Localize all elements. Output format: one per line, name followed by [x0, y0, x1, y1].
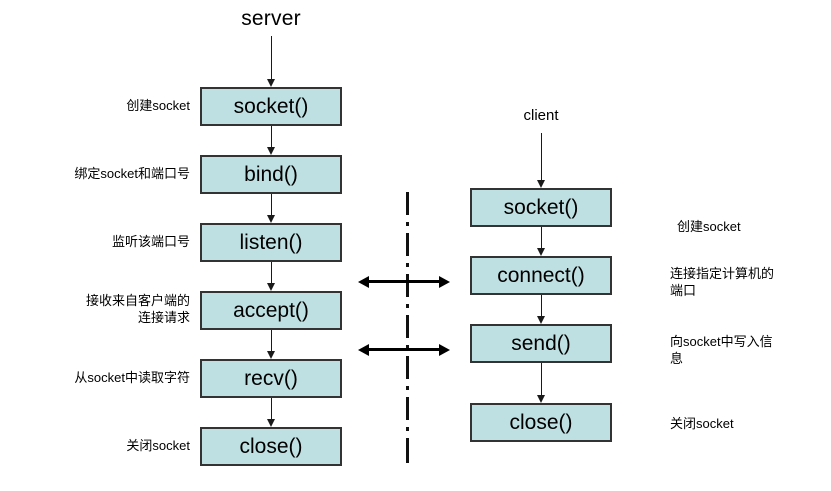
server-desc-socket: 创建socket — [126, 98, 190, 113]
server-connector-3 — [271, 262, 272, 284]
server-connector-1-arrowhead — [266, 147, 275, 155]
server-connector-2 — [271, 194, 272, 216]
server-desc-accept: 接收来自客户端的 连接请求 — [85, 293, 190, 325]
arrow-shaft — [367, 348, 441, 351]
server-node-bind[interactable]: bind() — [200, 155, 342, 194]
client-connector-2-arrowhead — [536, 316, 545, 324]
server-node-accept[interactable]: accept() — [200, 291, 342, 330]
server-connector-1 — [271, 126, 272, 148]
client-desc-connect: 连接指定计算机的 端口 — [670, 266, 775, 298]
arrowhead-right — [439, 275, 450, 288]
server-connector-3-arrowhead — [266, 283, 275, 291]
sep-dash — [406, 274, 409, 297]
sep-dash — [406, 233, 409, 256]
client-node-send[interactable]: send() — [470, 324, 612, 363]
client-node-close[interactable]: close() — [470, 403, 612, 442]
server-node-listen[interactable]: listen() — [200, 223, 342, 262]
cross-arrow-send-recv — [358, 343, 450, 356]
sep-dash — [406, 397, 409, 420]
sep-dash — [406, 438, 409, 463]
server-node-close[interactable]: close() — [200, 427, 342, 466]
sep-dash — [406, 315, 409, 338]
server-entry-line — [271, 36, 272, 80]
server-connector-2-arrowhead — [266, 215, 275, 223]
client-column-title: client — [523, 107, 559, 124]
sep-dot — [406, 345, 409, 349]
client-connector-3-arrowhead — [536, 395, 545, 403]
sep-dot — [406, 263, 409, 267]
cross-arrow-connect-accept — [358, 275, 450, 288]
server-node-recv[interactable]: recv() — [200, 359, 342, 398]
server-desc-bind: 绑定socket和端口号 — [74, 166, 190, 181]
client-entry-arrowhead — [536, 180, 545, 188]
client-entry-line — [541, 133, 542, 181]
server-connector-5-arrowhead — [266, 419, 275, 427]
sep-dot — [406, 222, 409, 226]
server-connector-4-arrowhead — [266, 351, 275, 359]
server-entry-arrowhead — [266, 79, 275, 87]
sep-dot — [406, 427, 409, 431]
server-node-socket[interactable]: socket() — [200, 87, 342, 126]
server-connector-4 — [271, 330, 272, 352]
server-connector-5 — [271, 398, 272, 420]
server-column-title: server — [241, 7, 301, 30]
client-desc-send: 向socket中写入信 息 — [670, 334, 773, 366]
client-desc-socket: 创建socket — [677, 219, 741, 234]
arrowhead-right — [439, 343, 450, 356]
sep-dash — [406, 192, 409, 215]
client-connector-1-arrowhead — [536, 248, 545, 256]
server-desc-close: 关闭socket — [126, 438, 190, 453]
client-node-socket[interactable]: socket() — [470, 188, 612, 227]
client-desc-close: 关闭socket — [670, 416, 734, 431]
sep-dash — [406, 356, 409, 379]
client-connector-1 — [541, 227, 542, 249]
arrow-shaft — [367, 280, 441, 283]
server-desc-recv: 从socket中读取字符 — [74, 370, 190, 385]
arrowhead-left — [358, 275, 369, 288]
sep-dot — [406, 386, 409, 390]
arrowhead-left — [358, 343, 369, 356]
client-node-connect[interactable]: connect() — [470, 256, 612, 295]
server-desc-listen: 监听该端口号 — [111, 234, 190, 249]
separator-dash-dot — [406, 192, 409, 463]
client-connector-3 — [541, 363, 542, 396]
client-connector-2 — [541, 295, 542, 317]
sep-dot — [406, 304, 409, 308]
